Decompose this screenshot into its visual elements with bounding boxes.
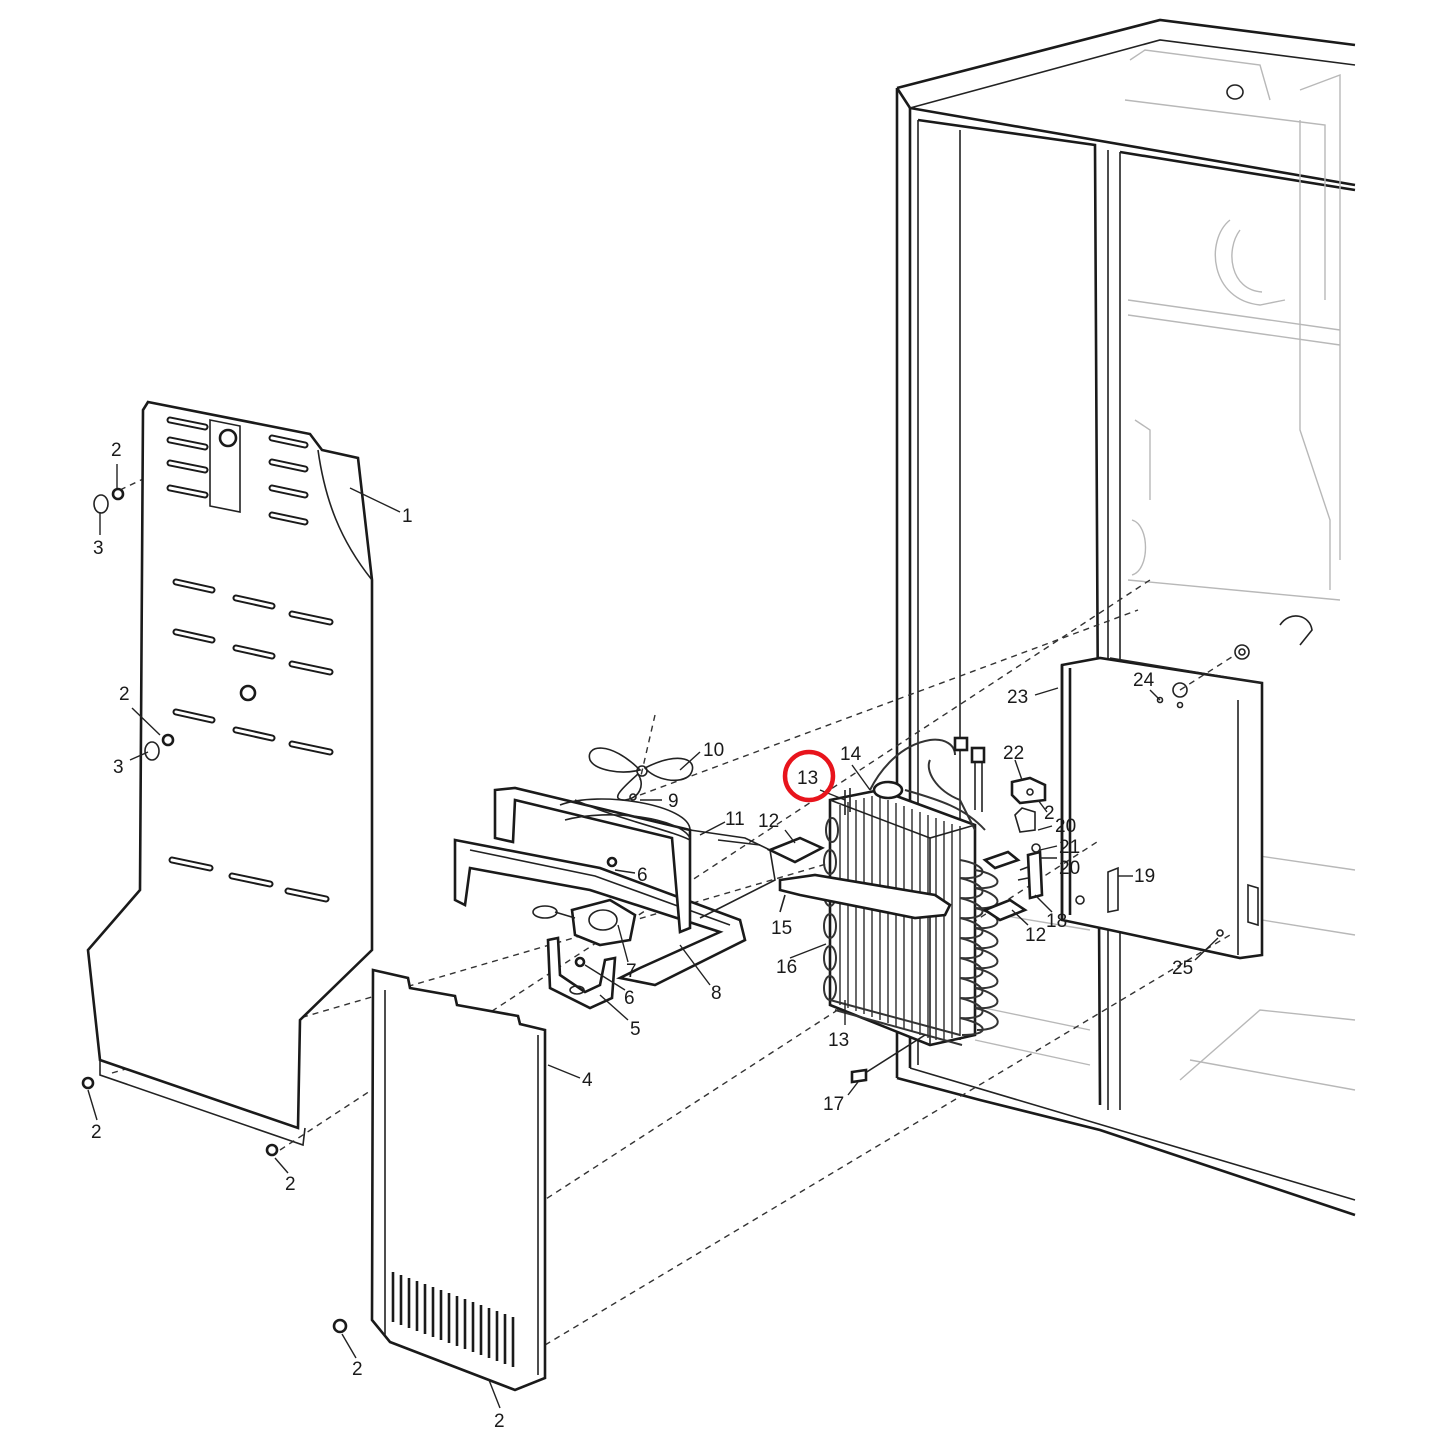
callout-22: 22 (1003, 743, 1024, 764)
callout-4: 4 (582, 1070, 593, 1091)
callout-1: 1 (402, 506, 413, 527)
callout-5: 5 (630, 1019, 641, 1040)
grille-slots (391, 1272, 515, 1367)
callout-2-middle: 2 (119, 684, 130, 705)
callout-12-left: 12 (758, 811, 779, 832)
callout-19: 19 (1134, 866, 1155, 887)
fan-motor-part-7 (532, 856, 637, 968)
vent-slots (166, 416, 334, 903)
access-panel-part-4 (370, 968, 547, 1392)
callout-24: 24 (1133, 670, 1155, 691)
sensor-and-clips (1010, 776, 1047, 900)
callout-2-panel-left: 2 (352, 1359, 363, 1380)
fan-housing-part-11 (453, 786, 776, 987)
callout-6-upper: 6 (637, 865, 648, 886)
callout-21: 21 (1059, 837, 1080, 858)
evaporator-part-13 (766, 736, 1028, 1084)
callout-17: 17 (823, 1094, 844, 1115)
callout-8: 8 (711, 983, 722, 1004)
callout-6-lower: 6 (624, 988, 635, 1009)
leader-lines (87, 464, 1219, 1409)
callout-2-lower-left: 2 (91, 1122, 102, 1143)
callout-14: 14 (840, 744, 862, 765)
fan-blade-part-10 (588, 747, 694, 801)
motor-bracket-part-5 (546, 936, 617, 1010)
callout-25: 25 (1172, 958, 1193, 979)
callout-12-right: 12 (1025, 925, 1046, 946)
callout-3-top: 3 (93, 538, 104, 559)
callout-23: 23 (1007, 687, 1028, 708)
refrigerator-cabinet (895, 18, 1356, 1217)
callout-11: 11 (725, 809, 745, 830)
callout-13-bottom: 13 (828, 1030, 849, 1051)
callout-7: 7 (626, 961, 637, 982)
callout-15: 15 (771, 918, 792, 939)
callout-2-evaporator: 2 (1044, 803, 1055, 824)
callout-16: 16 (776, 957, 797, 978)
callout-2-panel-right: 2 (494, 1411, 505, 1432)
callout-13-highlighted: 13 (797, 768, 818, 789)
rear-panel-part-1 (86, 400, 374, 1147)
callout-20-upper: 20 (1055, 816, 1076, 837)
callout-labels: 2 3 1 2 3 2 2 4 2 2 5 6 6 7 8 9 10 11 12… (91, 440, 1193, 1432)
callout-2-top: 2 (111, 440, 122, 461)
callout-20-lower: 20 (1059, 858, 1080, 879)
callout-2-lower-right: 2 (285, 1174, 296, 1195)
callout-10: 10 (703, 740, 724, 761)
highlight-circle-part-13 (782, 749, 836, 803)
callout-18: 18 (1046, 911, 1067, 932)
callout-3-middle: 3 (113, 757, 124, 778)
callout-9: 9 (668, 791, 679, 812)
